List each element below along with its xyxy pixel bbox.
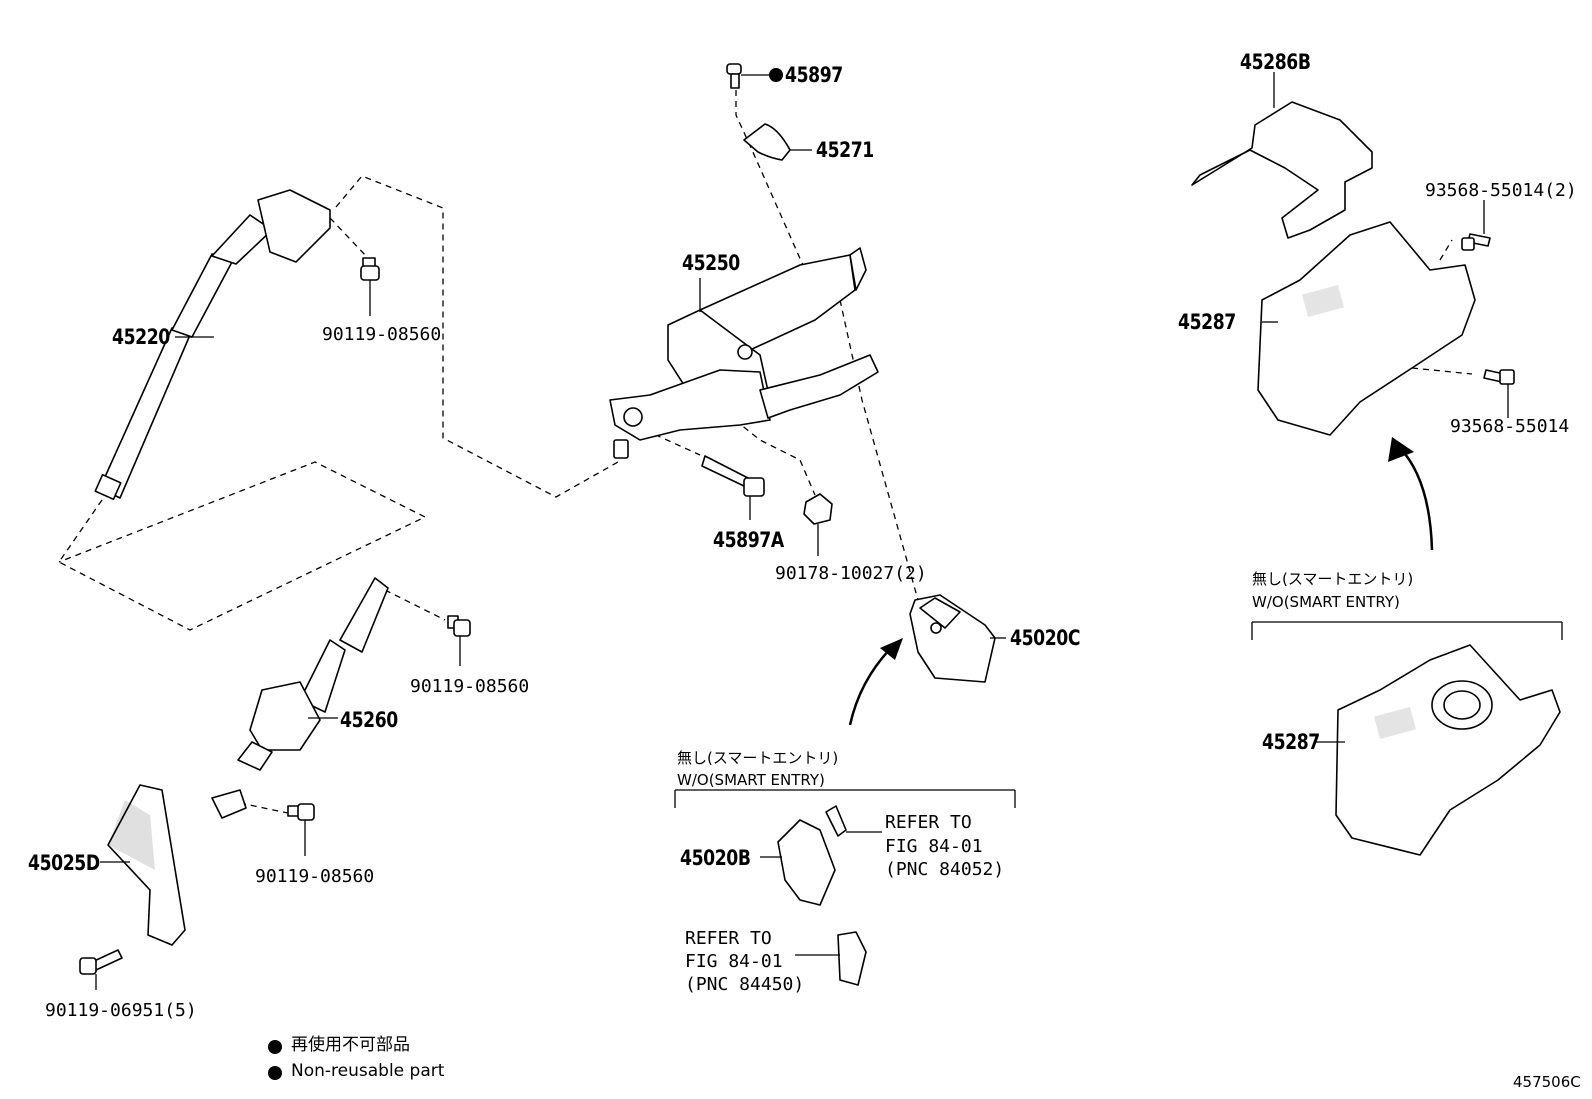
label-90178-10027: 90178-10027(2) <box>775 563 927 584</box>
guide-bolt-90119-b <box>384 589 446 621</box>
note-refer1-line2: FIG 84-01 <box>885 836 983 857</box>
part-93568-55014-screw-2 <box>1461 200 1491 251</box>
note-refer1-line1: REFER TO <box>885 812 972 833</box>
label-45250: 45250 <box>682 251 740 275</box>
label-45897a: 45897A <box>713 528 784 552</box>
part-45020c-lock-housing <box>909 594 1006 683</box>
part-45897-bolt <box>726 63 783 89</box>
note-wo-jp-center: 無し(スマートエントリ) <box>677 749 839 767</box>
label-45220: 45220 <box>112 325 170 349</box>
part-45286b-upper-cover <box>1191 72 1373 239</box>
guide-column-to-45020c <box>839 299 919 601</box>
note-wo-en-right: W/O(SMART ENTRY) <box>1252 593 1400 611</box>
label-45025d: 45025D <box>28 851 100 875</box>
legend-en: Non-reusable part <box>291 1061 445 1081</box>
label-45260: 45260 <box>340 708 398 732</box>
part-45271-clip <box>743 123 812 161</box>
label-45897: 45897 <box>785 63 843 87</box>
label-90119-08560-a: 90119-08560 <box>322 324 442 345</box>
figure-id: 457506C <box>1513 1073 1581 1091</box>
bracket-right <box>1251 621 1563 640</box>
label-45287-a: 45287 <box>1178 310 1236 334</box>
non-reusable-dot-icon <box>268 1040 282 1054</box>
part-90119-06951-bolt <box>79 949 123 990</box>
label-90119-08560-b: 90119-08560 <box>410 676 530 697</box>
part-45250-column <box>609 247 879 459</box>
part-45025d-cover <box>100 784 186 946</box>
part-45897a-bolt <box>701 455 765 520</box>
label-45287-b: 45287 <box>1262 730 1320 754</box>
label-45020b: 45020B <box>680 846 751 870</box>
note-refer2-line1: REFER TO <box>685 928 772 949</box>
arrow-center <box>848 638 903 726</box>
guide-bolt-93568-2 <box>1439 239 1453 261</box>
arrow-right <box>1388 437 1434 551</box>
label-90119-08560-c: 90119-08560 <box>255 866 375 887</box>
part-90119-08560-bolt-a <box>360 257 380 316</box>
label-45286b: 45286B <box>1240 50 1311 74</box>
label-93568-55014: 93568-55014 <box>1450 416 1570 437</box>
guide-bolt-90119-a <box>329 217 369 259</box>
guide-bolt-93568 <box>1411 367 1473 375</box>
note-wo-jp-right: 無し(スマートエントリ) <box>1252 570 1414 588</box>
part-45020b-housing <box>760 805 882 906</box>
part-90178-10027-nut <box>803 493 833 556</box>
part-93568-55014-screw <box>1483 369 1515 418</box>
bracket-center <box>674 789 1016 808</box>
guide-45220-to-45260 <box>58 461 427 631</box>
part-45220-shaft <box>94 189 331 501</box>
part-90119-08560-bolt-b <box>447 615 471 666</box>
label-45020c: 45020C <box>1010 626 1081 650</box>
label-90119-06951: 90119-06951(5) <box>45 1000 197 1021</box>
note-wo-en-center: W/O(SMART ENTRY) <box>677 771 825 789</box>
note-refer1-line3: (PNC 84052) <box>885 859 1005 880</box>
non-reusable-dot-icon <box>268 1066 282 1080</box>
guide-column-to-90178 <box>734 419 816 496</box>
label-45271: 45271 <box>816 138 874 162</box>
part-45287-lower-cover-a <box>1257 221 1476 436</box>
note-refer2-line3: (PNC 84450) <box>685 974 805 995</box>
note-refer2-line2: FIG 84-01 <box>685 951 783 972</box>
guide-45220-to-column <box>335 175 619 498</box>
label-93568-55014-2: 93568-55014(2) <box>1425 180 1577 201</box>
guide-bolt-90119-c <box>239 802 289 814</box>
part-switch <box>795 931 867 986</box>
part-45287-lower-cover-b <box>1316 644 1561 856</box>
part-45260-shaft <box>211 577 389 819</box>
part-90119-08560-bolt-c <box>287 803 315 856</box>
guide-45897-column <box>735 90 807 273</box>
legend-jp: 再使用不可部品 <box>291 1035 410 1055</box>
